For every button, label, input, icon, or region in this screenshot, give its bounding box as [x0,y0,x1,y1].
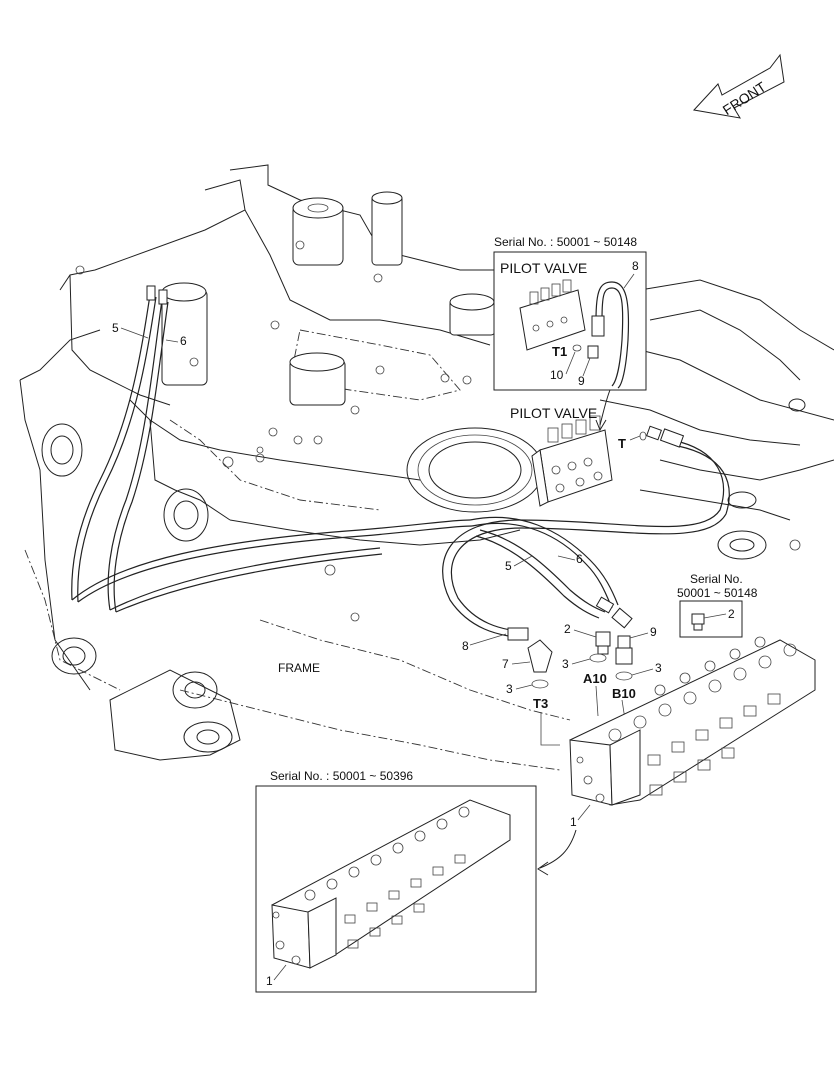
inset-small: Serial No. 50001 ~ 50148 2 [677,572,758,638]
callout-2-small: 2 [728,607,735,621]
pilot-valve-main: PILOT VALVE T [510,405,662,507]
callout-9-main: 9 [650,625,657,639]
frame-structure: FRAME [19,164,834,771]
port-t3-label: T3 [533,696,548,711]
serial-bottom-label: Serial No. : 50001 ~ 50396 [270,769,413,783]
callout-3-a: 3 [562,657,569,671]
serial-top-label: Serial No. : 50001 ~ 50148 [494,235,637,249]
callout-8-main: 8 [462,639,469,653]
front-arrow-icon: FRONT [693,53,785,119]
callout-3-c: 3 [506,682,513,696]
port-t1-label: T1 [552,344,567,359]
hose-8-main [442,428,730,641]
callout-7: 7 [502,657,509,671]
frame-label: FRAME [278,661,320,675]
fittings-group: 8 7 2 9 3 3 3 A10 B10 T3 [462,596,662,746]
callout-6-top: 6 [180,334,187,348]
main-control-valve: 1 [537,636,816,876]
port-b10-label: B10 [612,686,636,701]
callout-3-b: 3 [655,661,662,675]
serial-small-line2: 50001 ~ 50148 [677,586,758,600]
port-t-label: T [618,436,626,451]
inset-top: Serial No. : 50001 ~ 50148 PILOT VALVE T… [493,235,647,432]
hose-5-6-left [71,285,169,613]
callout-2-main: 2 [564,622,571,636]
callout-6-mid: 6 [576,552,583,566]
callout-9-inset: 9 [578,374,585,388]
callout-8-inset: 8 [632,259,639,273]
pilot-valve-main-label: PILOT VALVE [510,405,597,421]
serial-small-line1: Serial No. [690,572,743,586]
callout-10: 10 [550,368,564,382]
callout-1-main: 1 [570,815,577,829]
callout-1-inset: 1 [266,974,273,988]
callout-5-mid: 5 [505,559,512,573]
front-label: FRONT [720,78,770,118]
hose-5-6-run [71,516,619,619]
callout-5-top: 5 [112,321,119,335]
port-a10-label: A10 [583,671,607,686]
pilot-valve-inset-label: PILOT VALVE [500,260,587,276]
inset-bottom: Serial No. : 50001 ~ 50396 1 [255,769,537,993]
callouts-5-6: 5 6 5 6 [112,321,583,573]
